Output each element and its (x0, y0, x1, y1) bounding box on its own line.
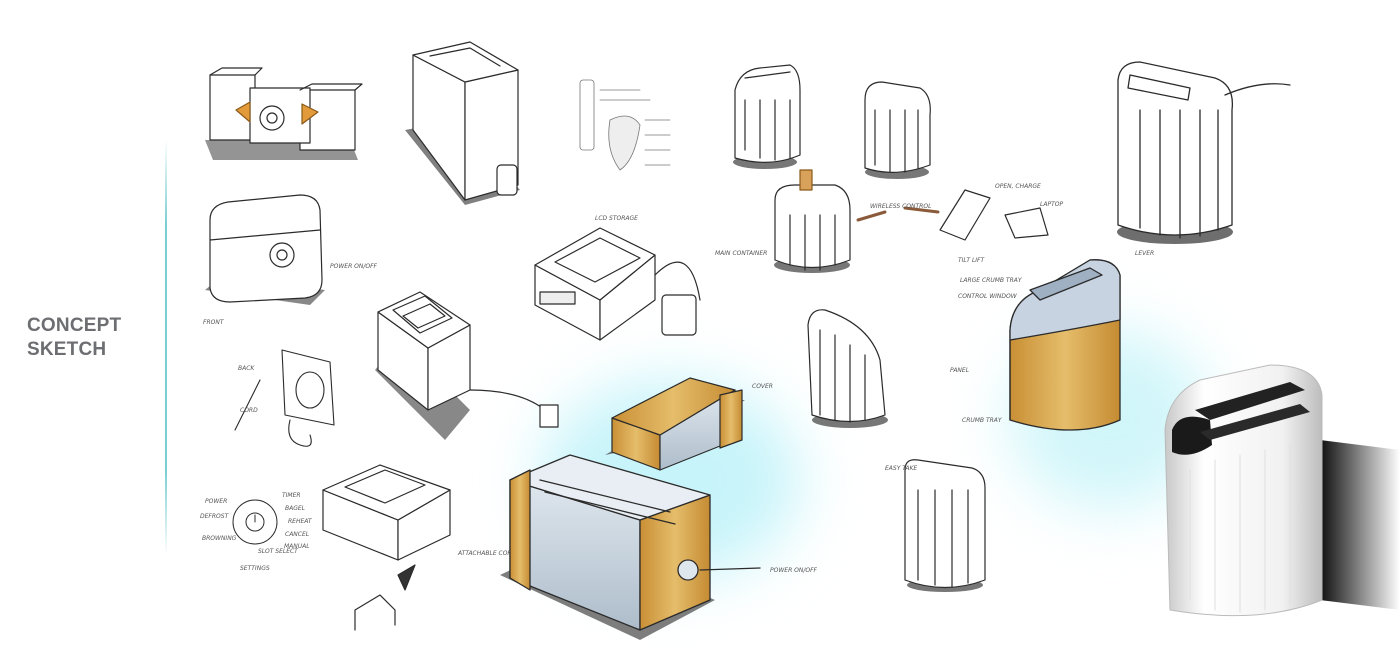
label-cord: CORD (240, 407, 258, 414)
label-power-on-off-main: POWER ON/OFF (770, 567, 818, 574)
label-tilt-lift: TILT LIFT (958, 257, 986, 264)
label-attachable-cord: ATTACHABLE CORD (457, 550, 517, 557)
label-easy-take: EASY TAKE (885, 465, 917, 472)
label-crumb-tray-small: CRUMB TRAY (962, 417, 1003, 424)
sketch-lcd-storage-toaster (534, 227, 701, 341)
sketch-control-dial (232, 499, 278, 545)
sketch-wood-toaster-small (605, 377, 745, 471)
label-laptop: LAPTOP (1040, 201, 1063, 208)
render-white-toaster (1164, 364, 1400, 617)
label-control-window: CONTROL WINDOW (958, 293, 1018, 300)
label-timer: TIMER (282, 492, 301, 499)
sketch-back-cord (234, 349, 335, 447)
sketch-upright-toaster-b (864, 81, 931, 179)
label-browning: BROWNING (202, 535, 237, 542)
label-crumb-tray: LARGE CRUMB TRAY (960, 277, 1023, 284)
label-reheat: REHEAT (288, 518, 313, 525)
label-slot-select: SLOT SELECT (258, 548, 299, 555)
sketch-two-slot-toaster (375, 291, 559, 440)
label-back: BACK (238, 365, 255, 372)
page-title: CONCEPT SKETCH (27, 314, 157, 362)
label-lcd-storage: LCD STORAGE (595, 215, 638, 222)
label-defrost: DEFROST (200, 513, 230, 520)
sketch-upright-toaster-c (774, 169, 851, 273)
label-manual: MANUAL (284, 543, 310, 550)
title-line-1: CONCEPT (27, 315, 122, 336)
sketch-colored-upright-toaster (1009, 259, 1121, 431)
sketch-white-curved-toaster (807, 309, 888, 428)
label-power-on-off-left: POWER ON/OFF (330, 263, 378, 270)
label-main-container: MAIN CONTAINER (715, 250, 767, 257)
title-line-2: SKETCH (27, 339, 107, 360)
label-panel: PANEL (950, 367, 969, 374)
sketch-large-upright-toaster (1117, 61, 1291, 244)
label-settings: SETTINGS (240, 565, 270, 572)
sketch-rounded-toaster (205, 194, 325, 305)
label-open-charge: OPEN, CHARGE (995, 183, 1041, 190)
sketch-wireless-remote (856, 189, 1049, 241)
label-front: FRONT (203, 319, 225, 326)
label-power: POWER (205, 498, 227, 505)
label-bagel: BAGEL (285, 505, 305, 512)
label-cancel: CANCEL (285, 531, 309, 538)
label-lever: LEVER (1135, 250, 1154, 257)
sketch-upright-toaster-a (733, 64, 801, 169)
sketch-small-upright-toaster (904, 459, 986, 592)
sketch-attachable-cord-toaster (322, 464, 451, 631)
sketch-horizontal-toaster (205, 67, 363, 160)
sketch-main-wood-toaster (500, 454, 761, 640)
sketch-detail-diagram (579, 79, 671, 171)
label-wireless-control: WIRELESS CONTROL (870, 203, 931, 210)
sketch-tall-slot-toaster (405, 41, 520, 205)
accent-divider (165, 140, 167, 555)
label-cover: COVER (752, 383, 773, 390)
